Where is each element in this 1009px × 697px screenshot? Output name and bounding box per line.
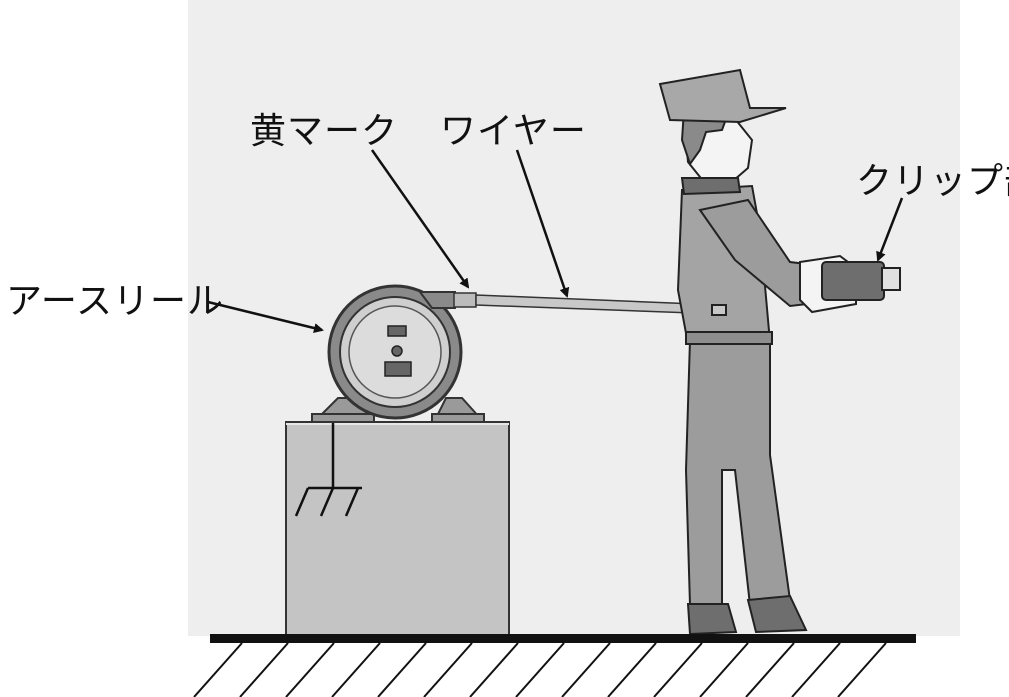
wire-label: ワイヤー <box>440 111 587 152</box>
reel-stand <box>311 397 485 423</box>
floor-hatching <box>193 642 887 697</box>
earth-ground-icon <box>294 422 362 517</box>
arrow-earth-reel <box>207 300 324 333</box>
arrow-clip <box>876 197 904 262</box>
earth-reel <box>327 284 463 420</box>
yellow-mark-label: 黄マーク <box>250 111 399 152</box>
worker-figure <box>658 68 901 636</box>
base-box <box>285 421 510 637</box>
clip-label: クリップ部 <box>856 161 1009 202</box>
arrow-yellow-mark <box>370 149 470 289</box>
floor-line <box>210 634 916 643</box>
arrow-wire <box>515 149 570 298</box>
earth-reel-label: アースリール <box>6 281 225 322</box>
callout-arrows <box>207 149 904 333</box>
